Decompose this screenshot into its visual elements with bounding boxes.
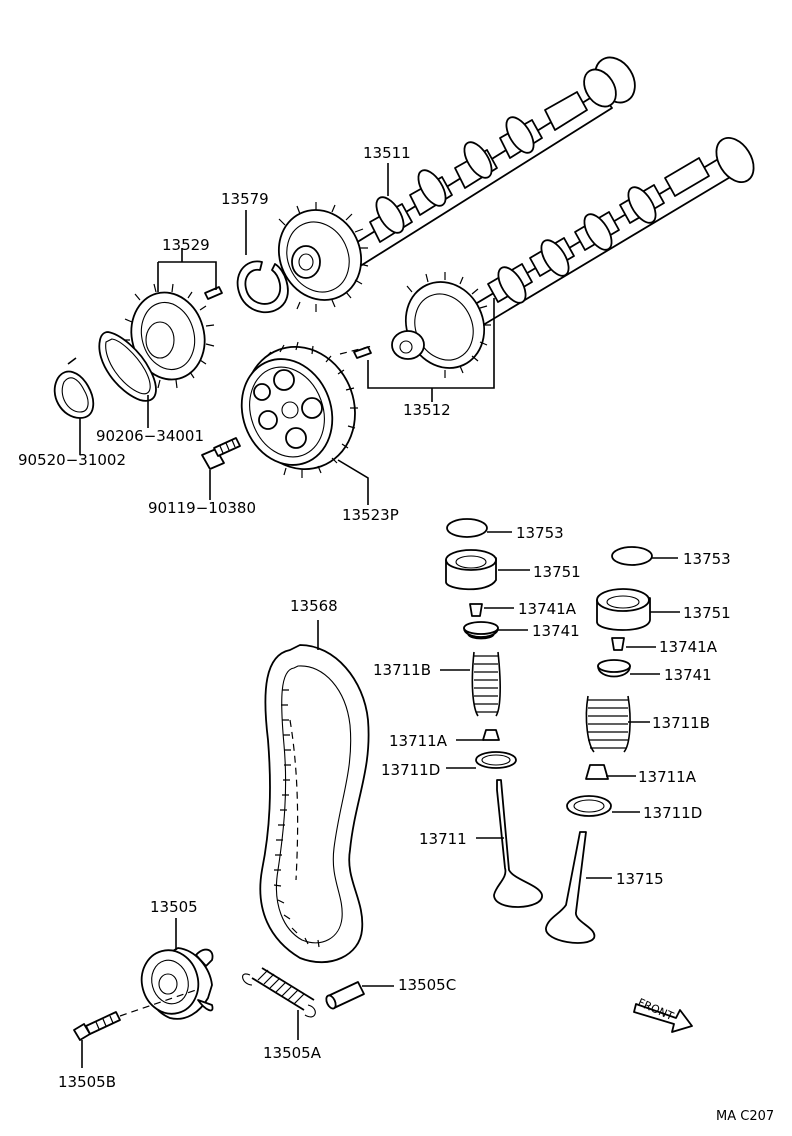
label-13512[interactable]: 13512 — [403, 401, 451, 419]
valve-stack-b[interactable] — [545, 546, 653, 944]
tensioner-13505[interactable] — [135, 944, 214, 1020]
label-90520[interactable]: 90520−31002 — [18, 451, 126, 469]
label-13711a-b[interactable]: 13711A — [638, 768, 697, 786]
label-13741-a[interactable]: 13741 — [532, 622, 580, 640]
label-13711b-a[interactable]: 13711B — [373, 661, 431, 679]
label-13715[interactable]: 13715 — [616, 870, 664, 888]
label-13511[interactable]: 13511 — [363, 144, 411, 162]
front-arrow-icon — [633, 1003, 693, 1033]
bolt-90119[interactable] — [201, 437, 241, 470]
spring-13505a[interactable] — [242, 967, 316, 1018]
valve-stack-a[interactable] — [445, 518, 543, 908]
label-90119[interactable]: 90119−10380 — [148, 499, 256, 517]
gear-13529[interactable] — [122, 283, 215, 389]
label-13711[interactable]: 13711 — [419, 830, 467, 848]
label-13711d-b[interactable]: 13711D — [643, 804, 702, 822]
part-labels: 13511 13579 13529 90206−34001 90520−3100… — [18, 144, 774, 1124]
bolt-13505b[interactable] — [73, 1011, 121, 1041]
label-13741a-b[interactable]: 13741A — [659, 638, 718, 656]
pin-13505c[interactable] — [324, 981, 365, 1010]
label-13568[interactable]: 13568 — [290, 597, 338, 615]
label-13505a[interactable]: 13505A — [263, 1044, 322, 1062]
timing-belt-13568[interactable] — [259, 644, 370, 963]
leader-lines — [79, 163, 680, 1068]
label-13505b[interactable]: 13505B — [58, 1073, 116, 1091]
label-13753-a[interactable]: 13753 — [516, 524, 564, 542]
label-13751-b[interactable]: 13751 — [683, 604, 731, 622]
gasket-90206[interactable] — [98, 331, 157, 402]
label-13579[interactable]: 13579 — [221, 190, 269, 208]
label-13711b-b[interactable]: 13711B — [652, 714, 710, 732]
label-13741a-a[interactable]: 13741A — [518, 600, 577, 618]
cam-pulley-13523p[interactable] — [227, 331, 372, 484]
pin-13529[interactable] — [204, 286, 223, 300]
snap-ring-13579[interactable] — [236, 260, 289, 314]
label-13529[interactable]: 13529 — [162, 236, 210, 254]
label-13505c[interactable]: 13505C — [398, 976, 456, 994]
label-13505[interactable]: 13505 — [150, 898, 198, 916]
label-13753-b[interactable]: 13753 — [683, 550, 731, 568]
label-90206[interactable]: 90206−34001 — [96, 427, 204, 445]
label-13523p[interactable]: 13523P — [342, 506, 399, 524]
label-13711d-a[interactable]: 13711D — [381, 761, 440, 779]
washer-90520[interactable] — [53, 357, 95, 419]
label-13751-a[interactable]: 13751 — [533, 563, 581, 581]
label-13741-b[interactable]: 13741 — [664, 666, 712, 684]
diagram-code: MA C207 — [716, 1109, 774, 1124]
camshaft-upper[interactable] — [264, 50, 643, 313]
label-13711a-a[interactable]: 13711A — [389, 732, 448, 750]
camshaft-lower[interactable] — [353, 131, 761, 381]
